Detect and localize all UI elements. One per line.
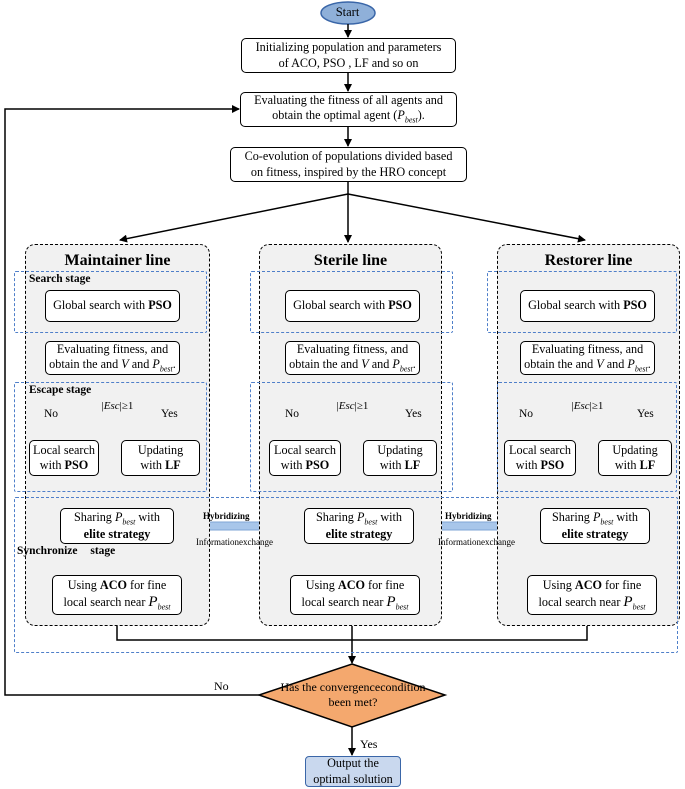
synchronize-stage-label: Synchronize stage [17,545,116,557]
arrow-to-maintainer [119,193,349,243]
initialize-box: Initializing population and parameters o… [241,38,456,73]
evaluate-fitness-box: Evaluating the fitness of all agents and… [240,92,457,127]
evaluate-fitness-box-1: Evaluating fitness, and obtain the and V… [45,341,180,375]
escape-condition-1: |Esc|≥1 [101,400,134,412]
escape-stage-frame-1 [14,382,207,492]
no-label-3: No [519,408,534,420]
yes-exit-label: Yes [360,737,378,751]
no-loop-label: No [214,679,229,693]
escape-stage-frame-3 [497,382,677,492]
escape-condition-2: |Esc|≥1 [336,400,369,412]
search-stage-frame-1 [14,271,207,333]
info-exchange-label-2: Informationexchange [438,537,515,547]
convergence-question: Has the convergencecondition been met? [280,680,426,709]
global-search-box-2: Global search with PSO [285,290,420,322]
global-search-box-1: Global search with PSO [45,290,180,322]
evaluate-fitness-box-2: Evaluating fitness, and obtain the and V… [285,341,420,375]
restorer-line-title: Restorer line [544,252,633,269]
no-label-1: No [44,408,59,420]
hybridizing-label-2: Hybridizing [445,511,492,521]
global-search-box-3: Global search with PSO [520,290,655,322]
no-label-2: No [285,408,300,420]
yes-label-1: Yes [161,408,178,420]
start-label: Start [335,5,360,20]
sterile-line-title: Sterile line [313,252,388,269]
search-stage-frame-2 [250,271,453,333]
search-stage-frame-3 [487,271,677,333]
coevolution-box: Co-evolution of populations divided base… [230,147,467,182]
escape-stage-frame-2 [250,382,453,492]
arrow-to-restorer [347,193,586,243]
evaluate-fitness-box-3: Evaluating fitness, and obtain the and V… [520,341,655,375]
yes-label-2: Yes [405,408,422,420]
yes-label-3: Yes [637,408,654,420]
search-stage-label: Search stage [29,273,91,285]
synchronize-stage-frame [14,497,678,653]
hybridizing-label-1: Hybridizing [203,511,250,521]
maintainer-line-title: Maintainer line [64,252,171,269]
escape-condition-3: |Esc|≥1 [571,400,604,412]
info-exchange-label-1: Informationexchange [196,537,273,547]
escape-stage-label: Escape stage [29,384,92,396]
loop-back-no [4,105,259,696]
